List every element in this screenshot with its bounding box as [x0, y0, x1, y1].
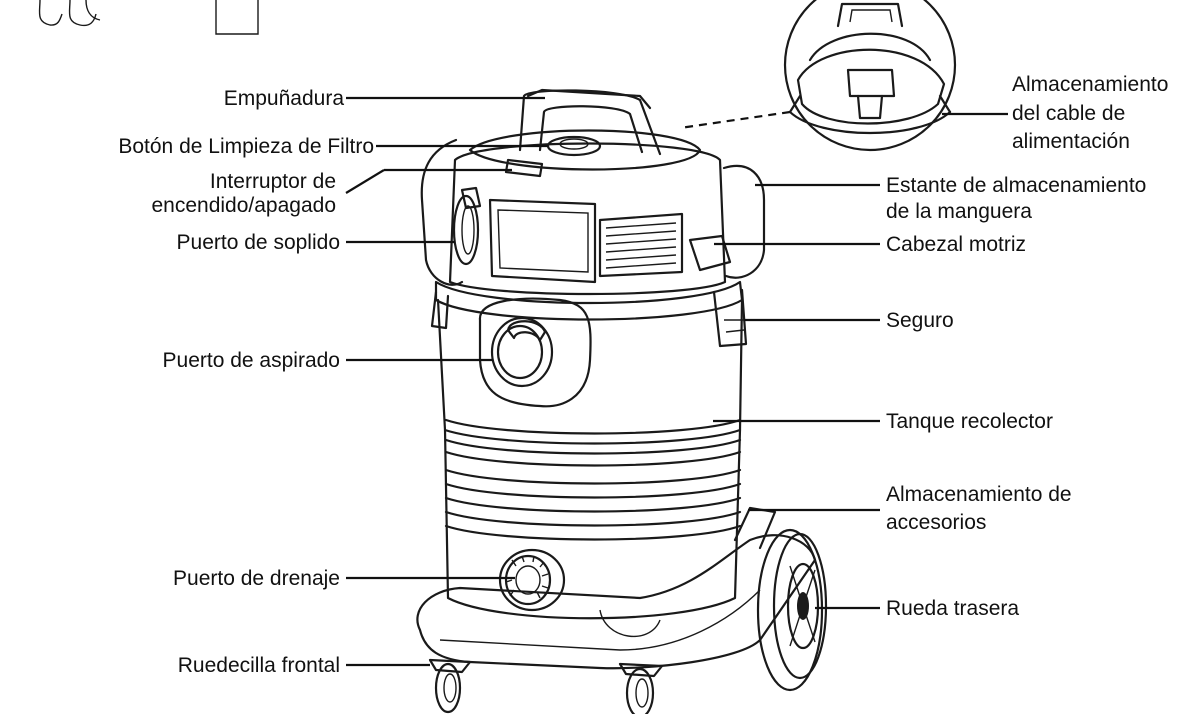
label-tank: Tanque recolector	[886, 410, 1053, 433]
label-filter-button: Botón de Limpieza de Filtro	[118, 135, 374, 158]
front-caster-left	[428, 658, 472, 714]
lower-tank	[443, 428, 742, 620]
vacuum-illustration	[416, 88, 828, 714]
trolley-base	[416, 534, 817, 670]
label-latch: Seguro	[886, 309, 954, 332]
label-rear-wheel: Rueda trasera	[886, 597, 1019, 620]
accessory-storage	[733, 506, 777, 550]
callout-labels: Empuñadura Botón de Limpieza de Filtro I…	[118, 73, 1168, 677]
front-caster-right	[618, 662, 664, 714]
suction-port	[478, 297, 592, 408]
label-cord-storage-3: alimentación	[1012, 130, 1130, 153]
label-front-caster: Ruedecilla frontal	[178, 654, 340, 677]
label-power-switch-2: encendido/apagado	[151, 194, 336, 217]
label-hose-rack-2: de la manguera	[886, 200, 1032, 223]
filter-cleaning-button	[546, 135, 602, 157]
hose-rack-right	[722, 164, 766, 279]
hose-rack-left	[420, 138, 464, 286]
label-cord-storage-1: Almacenamiento	[1012, 73, 1168, 96]
leader-lines	[345, 96, 1008, 667]
label-drain-port: Puerto de drenaje	[173, 567, 340, 590]
collector-tank	[436, 298, 744, 445]
corner-sketch-fragment	[38, 0, 259, 35]
label-suction-port: Puerto de aspirado	[163, 349, 340, 372]
handle	[518, 88, 662, 156]
rear-wheel	[756, 528, 828, 692]
label-blow-port: Puerto de soplido	[177, 231, 340, 254]
label-handle: Empuñadura	[224, 87, 345, 110]
latch-left	[430, 290, 450, 330]
latch-right	[712, 288, 748, 348]
label-cord-storage-2: del cable de	[1012, 102, 1125, 125]
motor-vent	[598, 212, 684, 278]
label-motor-head: Cabezal motriz	[886, 233, 1026, 256]
blow-port	[452, 186, 482, 266]
label-hose-rack-1: Estante de almacenamiento	[886, 174, 1146, 197]
power-switch	[504, 158, 544, 178]
label-accessory-storage-1: Almacenamiento de	[886, 483, 1072, 506]
cord-storage-inset	[679, 0, 957, 152]
label-power-switch-1: Interruptor de	[210, 170, 336, 193]
tank-ribs	[444, 438, 742, 541]
label-accessory-storage-2: accesorios	[886, 511, 986, 534]
drain-port	[498, 548, 566, 612]
head-rim	[434, 280, 744, 321]
